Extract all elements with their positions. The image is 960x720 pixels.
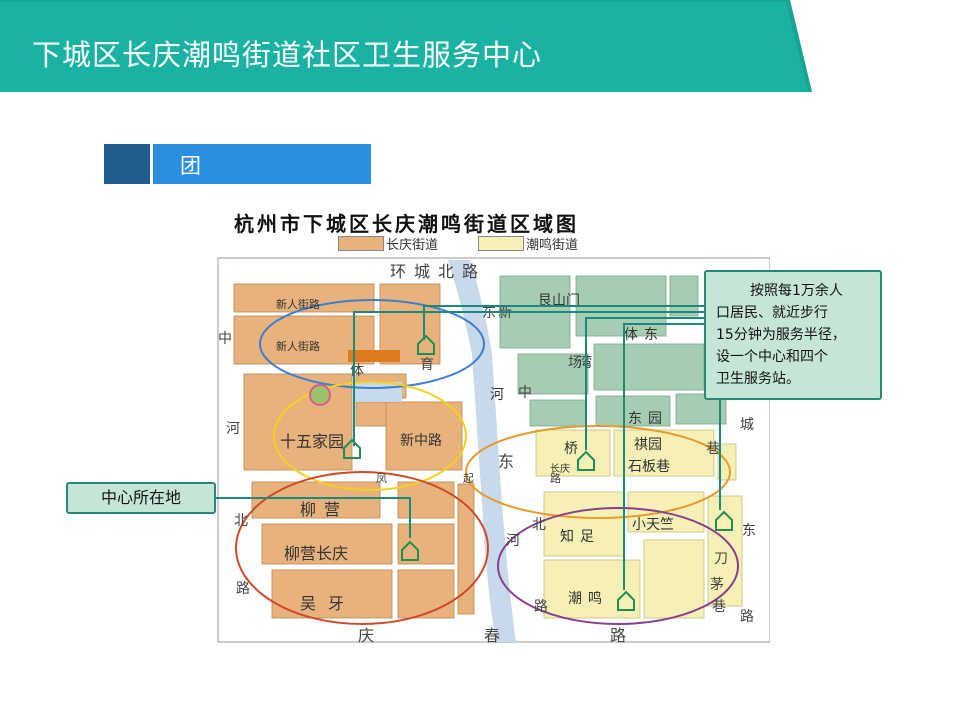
road-qingchun: 庆春路	[358, 626, 737, 645]
road-east-4: 刀	[714, 551, 728, 567]
area-xinren-2: 新人街路	[276, 340, 320, 353]
area-zhiju: 知足	[560, 529, 600, 545]
note-line-1: 按照每1万余人	[750, 283, 843, 299]
note-line-3: 15分钟为服务半径，	[716, 327, 846, 343]
road-zhonghe-1: 中	[218, 331, 232, 347]
note-line-5: 卫生服务站。	[716, 371, 800, 387]
road-east-3: 东	[742, 523, 756, 539]
road-east-1: 城	[740, 417, 754, 433]
section-title: 团队组成与职责	[180, 154, 201, 358]
area-liuying: 柳营	[300, 500, 349, 519]
road-east-7: 路	[740, 609, 754, 625]
road-dongxin-1: 东	[482, 305, 496, 321]
area-tidong: 体东	[624, 327, 664, 343]
road-zhonghe-2: 河	[226, 421, 240, 437]
area-qiyuan: 祺园	[634, 437, 662, 453]
note-line-2: 口居民、就近步行	[716, 305, 828, 321]
area-xinzhong: 新中路	[400, 433, 442, 449]
road-east-2: 巷	[706, 441, 720, 457]
road-zhongbei-3: 北	[532, 517, 546, 533]
center-location-label: 中心所在地	[66, 482, 216, 514]
service-radius-note: 按照每1万余人 口居民、就近步行 15分钟为服务半径， 设一个中心和四个 卫生服…	[704, 270, 882, 400]
district-map: 杭州市下城区长庆潮鸣街道区域图 长庆街道 潮鸣街道	[200, 204, 770, 646]
road-dongxin-2: 新	[498, 305, 512, 321]
legend-label-changqing: 长庆街道	[386, 238, 439, 253]
road-dong: 东	[498, 452, 515, 471]
legend-label-chaoming: 潮鸣街道	[526, 238, 579, 253]
road-tiyuchang-1: 体	[350, 363, 364, 379]
note-line-4: 设一个中心和四个	[716, 349, 828, 365]
page-title: 下城区长庆潮鸣街道社区卫生服务中心	[32, 38, 543, 72]
area-qiao: 桥	[564, 441, 578, 457]
area-xinren-1: 新人街路	[276, 298, 320, 311]
area-liuying-changqing: 柳营长庆	[284, 544, 349, 563]
road-zhongbei-4: 路	[534, 599, 548, 615]
road-tiyuchang-2: 育	[420, 357, 434, 373]
road-fengqi: 凤起路	[376, 472, 637, 485]
area-xiaotianzhu: 小天竺	[632, 517, 674, 533]
road-zhonghe-4: 路	[236, 581, 250, 597]
area-dongyuan: 东园	[628, 411, 668, 427]
area-shibanxiang: 石板巷	[628, 459, 670, 475]
area-changqing: 长庆	[550, 464, 570, 475]
map-title: 杭州市下城区长庆潮鸣街道区域图	[234, 212, 579, 236]
area-he: 河	[490, 387, 504, 403]
area-wuya: 吴牙	[300, 594, 357, 613]
road-zhongbei-2: 河	[506, 533, 520, 549]
area-chaoming: 潮鸣	[568, 591, 608, 607]
legend-swatch-chaoming	[478, 236, 524, 251]
section-bar	[153, 144, 371, 184]
road-huancheng-north: 环城北路	[390, 262, 487, 281]
area-genshanmen: 艮山门	[538, 293, 580, 309]
area-wan: 湾	[578, 355, 592, 371]
section-marker	[104, 144, 150, 184]
road-zhongbei-1: 中	[518, 385, 532, 401]
road-zhonghe-3: 北	[234, 513, 248, 529]
road-east-6: 巷	[712, 599, 726, 615]
title-bar: 下城区长庆潮鸣街道社区卫生服务中心	[0, 0, 812, 92]
title-bar-shape	[0, 0, 812, 92]
area-shiwujia: 十五家园	[280, 432, 345, 451]
legend-swatch-changqing	[338, 236, 384, 251]
road-east-5: 茅	[710, 577, 724, 593]
